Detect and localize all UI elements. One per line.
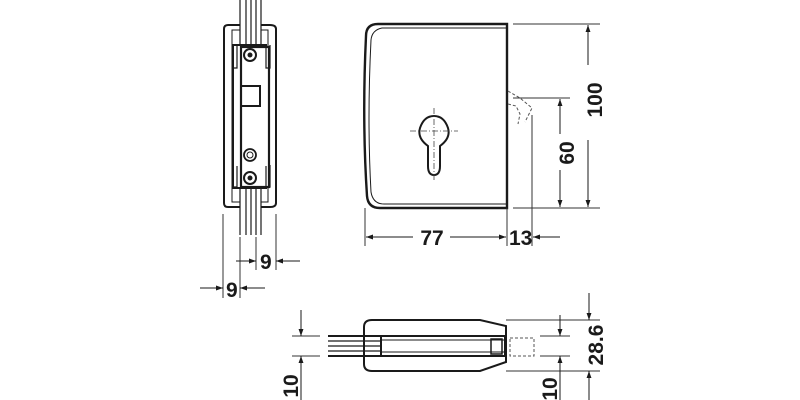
housing-right xyxy=(261,24,277,208)
glass-layers xyxy=(328,335,382,357)
screw-icon xyxy=(243,48,257,62)
lock-housing xyxy=(363,22,509,210)
dim-label-9-bottom: 9 xyxy=(226,279,238,302)
housing-left xyxy=(223,24,240,208)
dim-label-13: 13 xyxy=(509,227,532,250)
top-view xyxy=(292,293,600,400)
dim-label-60: 60 xyxy=(556,141,579,164)
dim-label-100: 100 xyxy=(584,82,607,117)
latch-bolt-dashed xyxy=(509,337,535,357)
dim-label-28-6: 28.6 xyxy=(585,325,608,366)
dim-label-10-left: 10 xyxy=(280,374,303,397)
dim-label-77: 77 xyxy=(420,227,443,250)
dim-label-9-top: 9 xyxy=(260,251,272,274)
screw-icon xyxy=(243,171,257,185)
side-view xyxy=(200,0,300,298)
dim-label-10-right: 10 xyxy=(539,377,562,400)
front-view xyxy=(363,22,600,246)
bolt-hole xyxy=(240,85,261,107)
latch-bolt-dashed xyxy=(507,90,533,125)
lock-housing-top xyxy=(363,319,507,372)
screw-icon xyxy=(243,148,257,162)
